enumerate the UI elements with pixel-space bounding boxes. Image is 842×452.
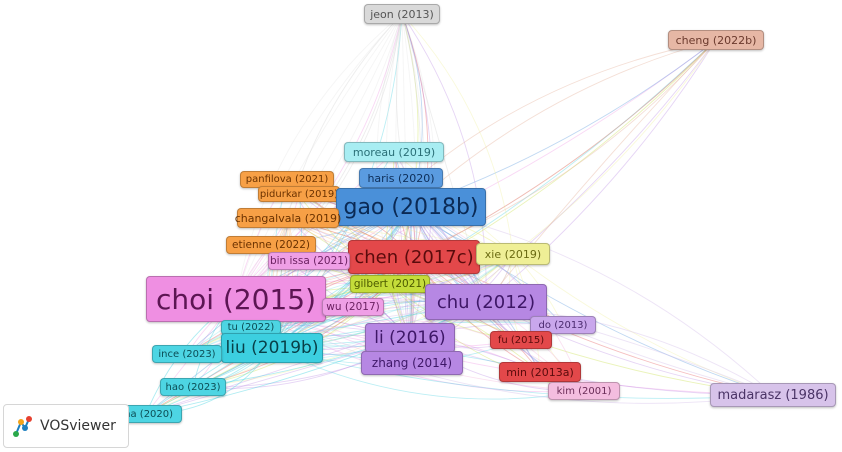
edge — [271, 308, 774, 396]
edge — [235, 13, 403, 300]
vosviewer-icon — [13, 416, 32, 437]
node-label: ince (2023) — [158, 348, 216, 360]
node-label: fu (2015) — [497, 334, 545, 346]
edge — [235, 13, 403, 300]
node-label: chen (2017c) — [354, 246, 474, 268]
node-label: bin issa (2021) — [269, 255, 349, 267]
edge — [271, 347, 774, 399]
edge — [235, 13, 403, 300]
edge — [410, 206, 522, 341]
node-label: gao (2018b) — [343, 194, 479, 220]
node-label: min (2013a) — [506, 365, 574, 379]
edge — [192, 253, 514, 388]
edge — [413, 39, 717, 258]
node-madarasz[interactable]: madarasz (1986) — [710, 383, 836, 407]
node-haris[interactable]: haris (2020) — [359, 168, 443, 188]
node-pidurkar[interactable]: pidurkar (2019) — [258, 186, 340, 202]
edge — [512, 253, 774, 396]
edge — [235, 13, 403, 300]
vosviewer-logo-text: VOSviewer — [40, 418, 116, 434]
node-moreau[interactable]: moreau (2019) — [344, 142, 444, 162]
node-label: pidurkar (2019) — [259, 188, 339, 200]
node-label: li (2016) — [374, 328, 446, 348]
node-label: etienne (2022) — [232, 239, 310, 251]
edge — [235, 13, 403, 300]
node-label: madarasz (1986) — [717, 387, 829, 403]
node-label: tu (2022) — [227, 322, 275, 333]
node-kim[interactable]: kim (2001) — [548, 382, 620, 400]
node-chen[interactable]: chen (2017c) — [348, 240, 480, 274]
edge — [413, 256, 774, 396]
node-label: kim (2001) — [556, 385, 612, 397]
node-binissa[interactable]: bin issa (2021) — [268, 252, 350, 270]
edge — [413, 39, 717, 258]
node-gilbert[interactable]: gilbert (2021) — [350, 275, 430, 293]
node-label: liu (2019b) — [225, 338, 319, 358]
edge — [145, 301, 487, 415]
node-ince[interactable]: ince (2023) — [152, 345, 222, 363]
node-label: gilbert (2021) — [353, 278, 427, 290]
node-label: sha (2020) — [118, 408, 174, 420]
node-changalvala[interactable]: changalvala (2019) — [234, 208, 342, 228]
edge — [512, 39, 717, 255]
node-liu[interactable]: liu (2019b) — [221, 333, 323, 363]
node-label: chu (2012) — [436, 291, 536, 313]
node-cheng[interactable]: cheng (2022b) — [668, 30, 764, 50]
edge — [235, 13, 403, 300]
node-label: choi (2015) — [155, 282, 317, 316]
node-min[interactable]: min (2013a) — [499, 362, 581, 382]
node-gao[interactable]: gao (2018b) — [336, 188, 486, 226]
edge — [410, 39, 717, 208]
node-li[interactable]: li (2016) — [365, 323, 455, 353]
node-label: wu (2017) — [326, 301, 380, 313]
node-label: hao (2023) — [165, 381, 221, 393]
node-label: jeon (2013) — [370, 7, 434, 21]
edge — [410, 39, 717, 208]
node-xie[interactable]: xie (2019) — [476, 243, 550, 265]
edge — [271, 347, 585, 400]
node-hao[interactable]: hao (2023) — [160, 378, 226, 396]
node-label: haris (2020) — [367, 171, 435, 185]
vosviewer-logo: VOSviewer — [3, 404, 129, 448]
edge — [485, 39, 717, 303]
node-label: panfilova (2021) — [245, 174, 329, 185]
edge — [401, 13, 422, 258]
node-jeon[interactable]: jeon (2013) — [364, 4, 440, 24]
node-label: cheng (2022b) — [675, 33, 757, 47]
node-choi[interactable]: choi (2015) — [146, 276, 326, 322]
node-zhang[interactable]: zhang (2014) — [361, 351, 463, 375]
node-chu[interactable]: chu (2012) — [425, 284, 547, 320]
node-label: do (2013) — [538, 319, 588, 331]
node-do[interactable]: do (2013) — [530, 316, 596, 334]
edge — [401, 13, 514, 255]
node-wu[interactable]: wu (2017) — [322, 298, 384, 316]
edge — [401, 13, 429, 258]
node-label: xie (2019) — [484, 247, 542, 261]
edge — [235, 39, 717, 300]
edge — [410, 206, 774, 396]
edge — [485, 39, 717, 303]
edge — [235, 298, 774, 404]
node-label: zhang (2014) — [371, 356, 453, 370]
node-fu[interactable]: fu (2015) — [490, 331, 552, 349]
node-label: moreau (2019) — [352, 145, 436, 159]
node-label: changalvala (2019) — [234, 211, 342, 225]
